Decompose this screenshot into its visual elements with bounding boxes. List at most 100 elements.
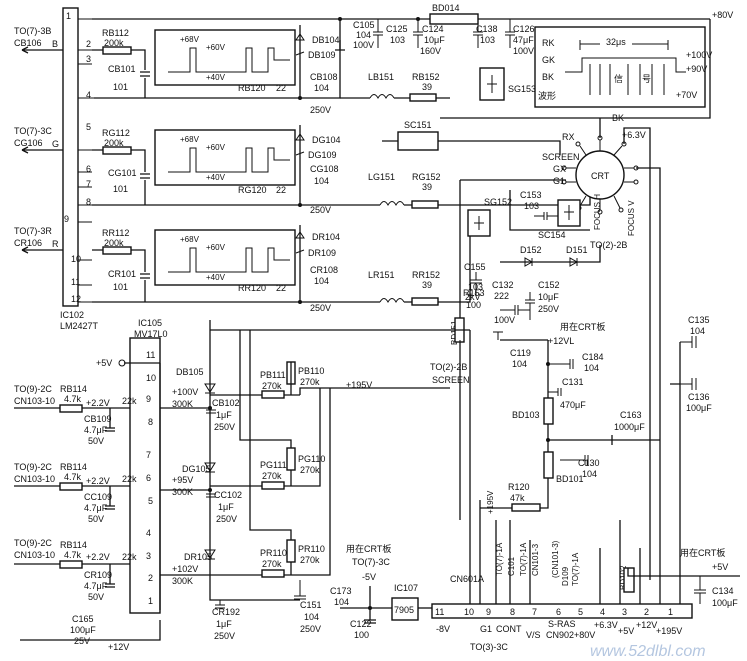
channel-g-r152: RG152 — [412, 172, 441, 182]
bias-g-pv: 270k — [262, 471, 282, 481]
ic107-part: 7905 — [394, 605, 414, 615]
crt-bk: BK — [612, 113, 624, 123]
c132-v: 222 — [494, 291, 509, 301]
conn-vs: V/S — [526, 630, 541, 640]
ctrl3-val: 4.7k — [64, 550, 82, 560]
v80-label: +80V — [712, 10, 733, 20]
cap-c138-v: 103 — [480, 35, 495, 45]
c155-u: 2kV — [465, 292, 481, 302]
c132-name: C132 — [492, 280, 514, 290]
to2-screen-lbl: SCREEN — [432, 375, 470, 385]
v5-right: +5V — [712, 562, 728, 572]
ic105-name: IC105 — [138, 318, 162, 328]
channel-g-d2: DG109 — [308, 150, 337, 160]
waveform-box: RK GK BK 波形 32μs 信 号 +100V +90V +70V — [534, 26, 712, 108]
bias-b-pv: 270k — [262, 381, 282, 391]
c165-name: C165 — [72, 614, 94, 624]
channel-r-r120v: 22 — [276, 283, 286, 293]
v195b-label: +195V — [346, 380, 372, 390]
channel-r-c108vv: 250V — [310, 303, 331, 313]
c155-name: C155 — [464, 262, 486, 272]
cap-c125-v: 103 — [390, 35, 405, 45]
ic102-pin-11: 11 — [71, 277, 80, 287]
conn-v12: +12V — [636, 620, 657, 630]
channel-g-c101: CG101 — [108, 168, 137, 178]
input-g-ch: G — [52, 139, 59, 149]
ctrl1-conn: CN103-10 — [14, 396, 55, 406]
input-g-conn: CG106 — [14, 138, 43, 148]
cn601a-label: CN601A — [450, 574, 484, 584]
ctrl2-r2: 22k — [122, 474, 137, 484]
conn-pin-10: 10 — [464, 607, 474, 617]
ic105-pin-10: 10 — [146, 373, 156, 383]
channel-r-r120: RR120 — [238, 283, 266, 293]
c135-name: C135 — [688, 315, 710, 325]
channel-g-c101v: 101 — [113, 184, 128, 194]
crt-board-2-l2: TO(7)-3C — [352, 557, 390, 567]
channel-r-r152: RR152 — [412, 270, 440, 280]
channel-g-r120: RG120 — [238, 185, 267, 195]
crt-board-2-l3: -5V — [362, 572, 376, 582]
c152-u: 250V — [538, 304, 559, 314]
c151-name: C151 — [300, 600, 322, 610]
conn-v5: +5V — [618, 626, 634, 636]
ic105-pin-3: 3 — [146, 551, 151, 561]
conn-pin-6: 6 — [556, 607, 561, 617]
bias-g-cvv: 250V — [216, 514, 237, 524]
wave-v100: +100V — [686, 50, 712, 60]
conn-pin-7: 7 — [532, 607, 537, 617]
ctrl1-r2: 22k — [122, 396, 137, 406]
channel-b-v68: +68V — [180, 35, 200, 44]
bias-r-p2: PR110 — [298, 544, 325, 554]
ic105-pin-6: 6 — [146, 473, 151, 483]
bias-r-r: 300K — [172, 576, 193, 586]
conn-g1: G1 — [480, 624, 492, 634]
ic102-pin-9: 9 — [64, 214, 69, 224]
c163-name: C163 — [620, 410, 642, 420]
ctrl2-val: 4.7k — [64, 472, 82, 482]
v12-label: +12V — [108, 642, 129, 652]
channel-b-c101: CB101 — [108, 64, 136, 74]
c184-name: C184 — [582, 352, 604, 362]
ctrl1-to: TO(9)-2C — [14, 384, 52, 394]
c130-v: 104 — [582, 469, 597, 479]
ctrl3-conn: CN103-10 — [14, 550, 55, 560]
r153-name: R153 — [463, 288, 485, 298]
channel-g-r152v: 39 — [422, 182, 432, 192]
wave-v70: +70V — [676, 90, 697, 100]
bias-g: +95V 300K CC102 1μF 250V PG111 270k PG11… — [160, 330, 325, 524]
channel-r-d1: DR104 — [312, 232, 340, 242]
conn-sras: S-RAS — [548, 619, 576, 629]
vlabel-to7-1a3: TO(7)-1A — [571, 552, 580, 586]
vlabel-cn101: CN101-3 — [531, 543, 540, 576]
conn-pin-9: 9 — [486, 607, 491, 617]
bd014-bead — [429, 13, 479, 25]
crt-board-3: 用在CRT板 — [680, 547, 725, 558]
crt-label: CRT — [591, 171, 610, 181]
to2-2b-label: TO(2)-2B — [590, 240, 627, 250]
connector-cn902 — [431, 603, 693, 619]
wave-sig: 信 — [614, 73, 623, 84]
ic105-body — [129, 337, 161, 614]
ic102-pin-3: 3 — [86, 54, 91, 64]
channel-r: +68V +60V +40V RR112 200k CR101 101 DR10… — [92, 210, 471, 313]
bd101-body — [543, 451, 554, 479]
channel-g-v68: +68V — [180, 135, 200, 144]
bias-g-p: PG111 — [260, 460, 287, 470]
crt-rx: RX — [562, 132, 575, 142]
ctrl-input-2: TO(9)-2C CN103-10 RB114 4.7k +2.2V 22k C… — [14, 462, 137, 524]
cap-c124-name: C124 — [422, 24, 444, 34]
bias-b-p: PB111 — [260, 370, 286, 380]
wave-gk: GK — [542, 55, 555, 65]
cap-c105-u: 100V — [353, 40, 374, 50]
ic105-pin-11: 11 — [146, 350, 155, 360]
channel-r-v68: +68V — [180, 235, 200, 244]
conn-pin-5: 5 — [578, 607, 583, 617]
input-g: TO(7)-3C CG106 G — [14, 126, 63, 154]
conn-to3: TO(3)-3C — [470, 642, 508, 652]
vlabel-to7-1a: TO(7)-1A — [495, 542, 504, 576]
bd103-label: BD103 — [512, 410, 540, 420]
input-g-to: TO(7)-3C — [14, 126, 52, 136]
channel-b-r112: RB112 — [102, 28, 129, 38]
channel-r-r112: RR112 — [102, 228, 129, 238]
